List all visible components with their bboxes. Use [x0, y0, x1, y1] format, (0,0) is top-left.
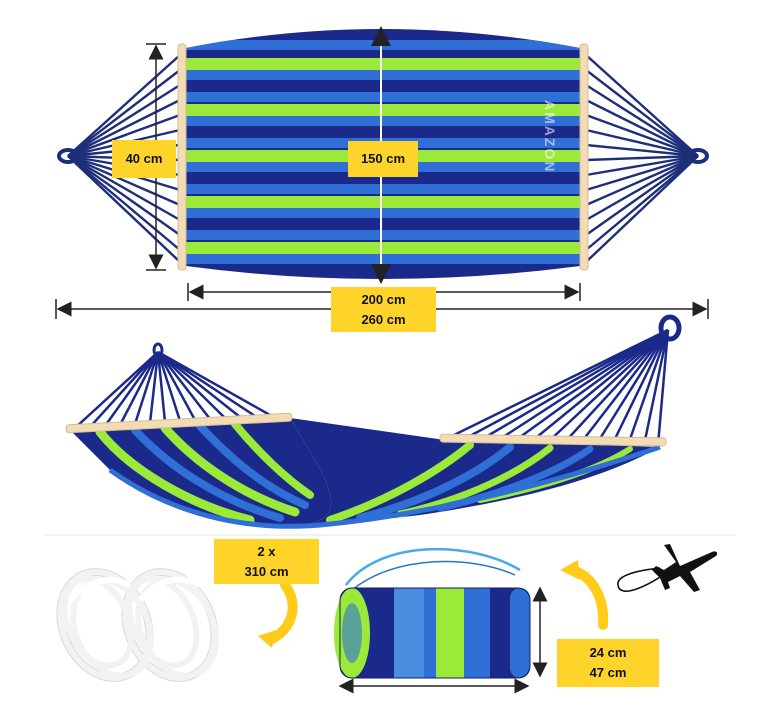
bag-size-label: 24 cm 47 cm — [557, 639, 659, 687]
left-loop — [57, 148, 79, 164]
length-label-text: 150 cm — [360, 151, 406, 166]
width-label-text: 40 cm — [125, 151, 163, 166]
width-label: 40 cm — [112, 140, 176, 178]
left-spreader-bar — [177, 43, 187, 271]
side-right-spreader-bar — [439, 433, 667, 447]
right-ropes — [585, 54, 699, 263]
rope-label-line-2: 310 cm — [244, 563, 289, 579]
side-left-spreader-bar — [65, 412, 293, 434]
bag-size-line-1: 24 cm — [589, 645, 627, 660]
airplane-icon — [617, 544, 718, 592]
length-label: 150 cm — [348, 141, 418, 177]
curved-arrow-icon — [265, 580, 298, 645]
rope-length-label: 2 x 310 cm — [214, 539, 319, 584]
watermark: AMAZON — [542, 100, 558, 174]
total-length-label: 200 cm 260 cm — [331, 287, 436, 332]
side-left-ropes — [74, 350, 271, 429]
rope-label-line-1: 2 x — [257, 543, 276, 559]
total-length-line-1: 200 cm — [361, 291, 406, 307]
right-loop — [687, 148, 709, 164]
coiled-ropes-image — [56, 568, 219, 682]
side-fabric-stripes-left — [95, 420, 314, 525]
storage-bag-image — [334, 547, 531, 679]
side-right-ropes — [451, 328, 670, 446]
right-spreader-bar — [579, 43, 589, 271]
bag-size-line-2: 47 cm — [589, 665, 627, 680]
total-length-line-2: 260 cm — [361, 311, 406, 327]
